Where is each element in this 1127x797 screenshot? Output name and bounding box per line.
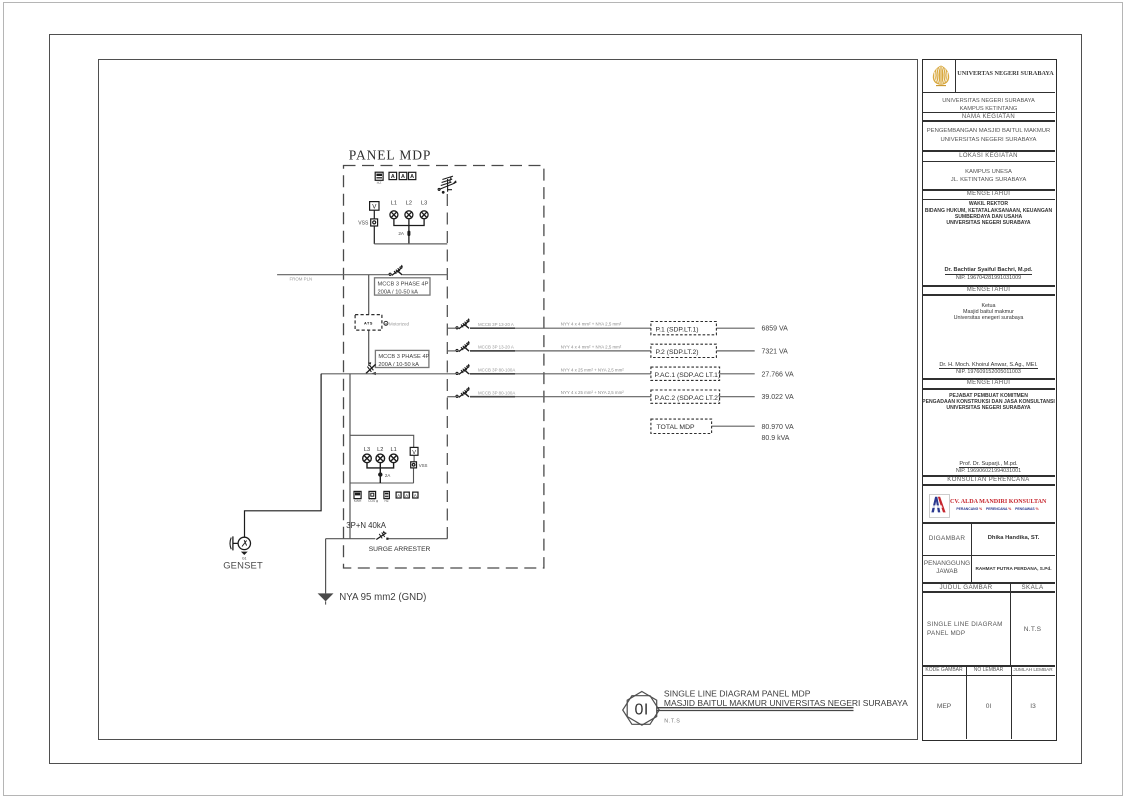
svg-text:2A: 2A [385,473,390,478]
svg-text:A: A [391,174,395,180]
svg-text:NYA 95 mm2 (GND): NYA 95 mm2 (GND) [339,592,426,603]
svg-text:MCCB 3P 13-20 A: MCCB 3P 13-20 A [478,322,514,327]
svg-text:27.766 VA: 27.766 VA [762,371,795,378]
svg-text:80.9 kVA: 80.9 kVA [762,435,790,442]
svg-text:HZ: HZ [384,499,388,503]
svg-text:3P+N 40kA: 3P+N 40kA [346,521,386,530]
svg-text:0I: 0I [635,701,649,718]
svg-text:FROM PLN: FROM PLN [290,276,313,281]
svg-text:ATS: ATS [364,321,373,325]
svg-text:MCCB 3 PHASE 4P: MCCB 3 PHASE 4P [378,354,429,360]
svg-text:A: A [401,174,405,180]
svg-text:SURGE ARRESTER: SURGE ARRESTER [369,546,431,553]
svg-text:GENSET: GENSET [223,559,263,570]
svg-text:200A / 10-50 kA: 200A / 10-50 kA [378,289,419,295]
svg-text:200A / 10-50 kA: 200A / 10-50 kA [378,362,419,368]
svg-text:TOTAL MDP: TOTAL MDP [657,424,695,431]
svg-text:V: V [372,204,377,211]
svg-text:7321 VA: 7321 VA [762,348,789,355]
svg-text:COS φ: COS φ [368,499,378,503]
svg-text:M: M [385,322,388,326]
svg-text:L2: L2 [406,200,412,206]
svg-text:PANEL MDP: PANEL MDP [349,148,432,163]
svg-text:Motorized: Motorized [389,322,410,327]
svg-text:39.022 VA: 39.022 VA [762,394,795,401]
svg-text:6859 VA: 6859 VA [762,326,789,333]
svg-text:HZ: HZ [377,181,383,185]
svg-text:KWH: KWH [354,499,362,503]
svg-text:A: A [414,493,417,498]
svg-text:MCCB 3P 80-100A: MCCB 3P 80-100A [478,368,515,373]
svg-text:P.2 (SDP.LT.2): P.2 (SDP.LT.2) [656,349,699,356]
svg-text:MCCB 3P 80-100A: MCCB 3P 80-100A [478,391,515,396]
svg-text:MCCB 3P 13-20 A: MCCB 3P 13-20 A [478,345,514,350]
svg-text:NYY 4 x 25 mm² + NYA 2,5 mm²: NYY 4 x 25 mm² + NYA 2,5 mm² [561,367,624,372]
svg-text:A: A [405,493,408,498]
svg-text:NYY 4 x 4 mm² + NYA 2,5 mm²: NYY 4 x 4 mm² + NYA 2,5 mm² [561,322,622,327]
svg-text:80.970 VA: 80.970 VA [762,424,795,431]
svg-text:MCCB 3 PHASE 4P: MCCB 3 PHASE 4P [378,282,429,288]
svg-text:2A: 2A [398,231,405,236]
svg-text:P.AC.1 (SDP.AC LT.1): P.AC.1 (SDP.AC LT.1) [655,372,721,379]
svg-text:G1: G1 [242,556,247,560]
svg-text:MASJID BAITUL MAKMUR UNIVERSIT: MASJID BAITUL MAKMUR UNIVERSITAS NEGERI … [664,698,908,708]
svg-text:NYY 4 x 4 mm² + NYA 2,5 mm²: NYY 4 x 4 mm² + NYA 2,5 mm² [561,344,622,349]
svg-text:NYY 4 x 25 mm² + NYA 2,5 mm²: NYY 4 x 25 mm² + NYA 2,5 mm² [561,390,624,395]
svg-text:L3: L3 [421,200,427,206]
svg-text:VSS: VSS [419,463,428,468]
svg-text:L3: L3 [364,447,370,453]
svg-text:V: V [412,450,416,456]
svg-text:N.T.S: N.T.S [664,719,680,725]
svg-text:A: A [410,174,414,180]
svg-text:SINGLE LINE DIAGRAM PANEL MDP: SINGLE LINE DIAGRAM PANEL MDP [664,688,811,698]
svg-text:VSS: VSS [358,221,369,227]
svg-text:L1: L1 [391,200,397,206]
svg-text:L1: L1 [390,447,396,453]
svg-text:P.AC.2 (SDP.AC LT.2): P.AC.2 (SDP.AC LT.2) [655,395,721,402]
svg-text:A: A [397,493,400,498]
svg-text:L2: L2 [377,447,383,453]
svg-text:P.1 (SDP.LT.1): P.1 (SDP.LT.1) [656,326,699,333]
